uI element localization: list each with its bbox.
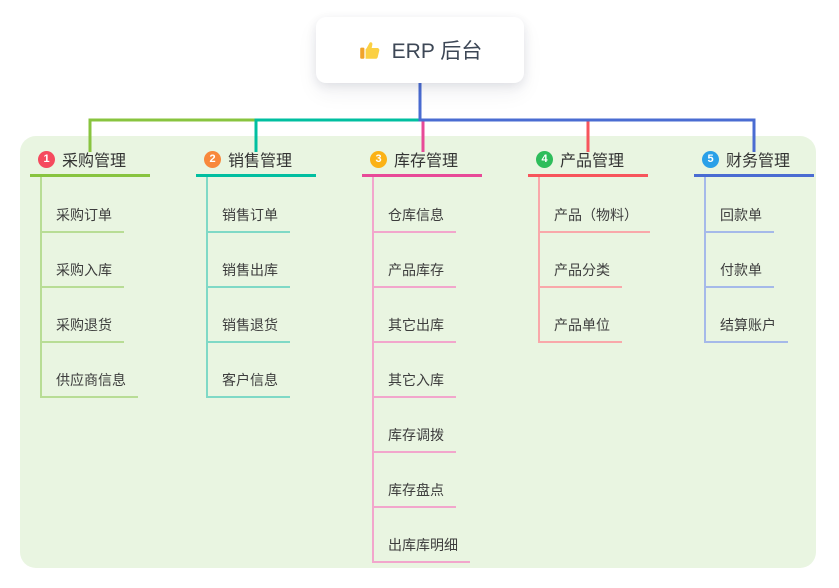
node-sales-return[interactable]: 销售退货 bbox=[206, 316, 290, 343]
root-label: ERP 后台 bbox=[391, 40, 483, 63]
node-settlement-account[interactable]: 结算账户 bbox=[704, 316, 788, 343]
node-stock-transfer[interactable]: 库存调拨 bbox=[372, 426, 456, 453]
branch-2-label: 销售管理 bbox=[228, 153, 293, 170]
node-sales-outbound[interactable]: 销售出库 bbox=[206, 261, 290, 288]
branch-3-label: 库存管理 bbox=[394, 153, 459, 170]
node-warehouse-info[interactable]: 仓库信息 bbox=[372, 206, 456, 233]
node-purchase-return[interactable]: 采购退货 bbox=[40, 316, 124, 343]
node-collection-doc[interactable]: 回款单 bbox=[704, 206, 774, 233]
branch-3-trunk-line bbox=[372, 177, 374, 563]
branch-4-label: 产品管理 bbox=[560, 153, 625, 170]
branch-4-number-badge: 4 bbox=[536, 150, 553, 168]
node-supplier-info[interactable]: 供应商信息 bbox=[40, 371, 138, 398]
node-other-inbound[interactable]: 其它入库 bbox=[372, 371, 456, 398]
root-node-erp-backend[interactable]: ERP 后台 bbox=[316, 17, 524, 83]
branch-5-trunk-line bbox=[704, 177, 706, 343]
branch-4-trunk-line bbox=[538, 177, 540, 343]
node-stock-count[interactable]: 库存盘点 bbox=[372, 481, 456, 508]
node-other-outbound[interactable]: 其它出库 bbox=[372, 316, 456, 343]
node-sales-order[interactable]: 销售订单 bbox=[206, 206, 290, 233]
node-product-category[interactable]: 产品分类 bbox=[538, 261, 622, 288]
branch-1-label: 采购管理 bbox=[62, 153, 127, 170]
branch-3-number-badge: 3 bbox=[370, 150, 387, 168]
branches-background-panel bbox=[20, 136, 816, 568]
thumbs-up-icon bbox=[358, 38, 382, 62]
node-product-material[interactable]: 产品（物料） bbox=[538, 206, 650, 233]
node-product-unit[interactable]: 产品单位 bbox=[538, 316, 622, 343]
branch-2-number-badge: 2 bbox=[204, 150, 221, 168]
branch-finance-mgmt[interactable]: 5 财务管理 bbox=[694, 149, 814, 177]
branch-inventory-mgmt[interactable]: 3 库存管理 bbox=[362, 149, 482, 177]
node-purchase-inbound[interactable]: 采购入库 bbox=[40, 261, 124, 288]
branch-purchase-mgmt[interactable]: 1 采购管理 bbox=[30, 149, 150, 177]
branch-5-label: 财务管理 bbox=[726, 153, 791, 170]
branch-product-mgmt[interactable]: 4 产品管理 bbox=[528, 149, 648, 177]
node-purchase-order[interactable]: 采购订单 bbox=[40, 206, 124, 233]
node-product-stock[interactable]: 产品库存 bbox=[372, 261, 456, 288]
node-payment-doc[interactable]: 付款单 bbox=[704, 261, 774, 288]
branch-sales-mgmt[interactable]: 2 销售管理 bbox=[196, 149, 316, 177]
branch-1-number-badge: 1 bbox=[38, 150, 55, 168]
branch-5-number-badge: 5 bbox=[702, 150, 719, 168]
node-outbound-detail[interactable]: 出库库明细 bbox=[372, 536, 470, 563]
node-customer-info[interactable]: 客户信息 bbox=[206, 371, 290, 398]
